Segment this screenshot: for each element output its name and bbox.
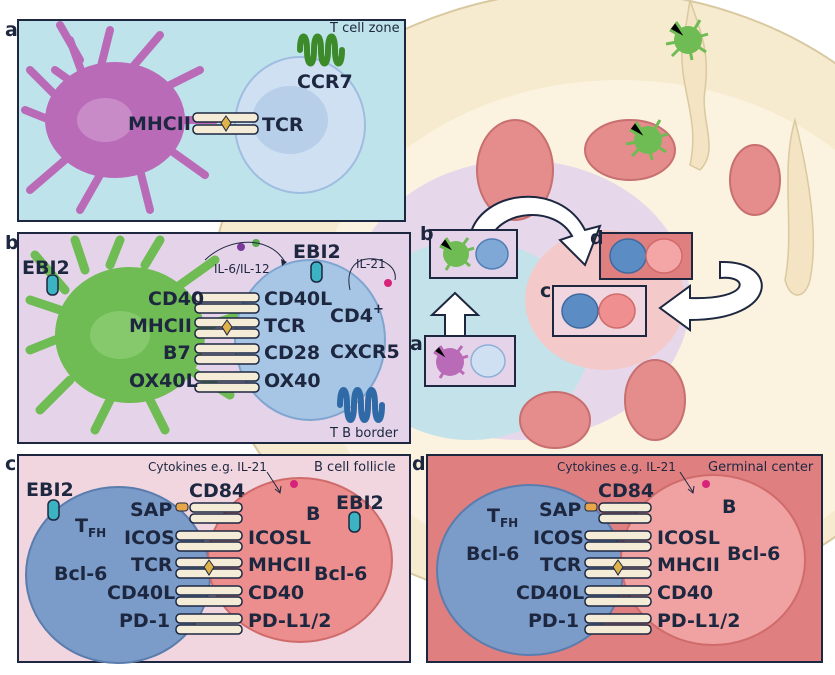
ccr7-receptor-icon bbox=[297, 33, 345, 67]
overview-label-b: b bbox=[420, 223, 434, 245]
panel-c-cytokines-label: Cytokines e.g. IL-21 bbox=[148, 460, 267, 474]
panel-a-mhcii-label: MHCII bbox=[128, 113, 191, 135]
cd4-label: CD4+ bbox=[330, 302, 384, 327]
panel-d-pdl12: PD-L1/2 bbox=[657, 610, 740, 632]
panel-c-tcr: TCR bbox=[131, 554, 173, 576]
cxcr5-label: CXCR5 bbox=[330, 341, 400, 363]
pair-right-cd40l: CD40L bbox=[264, 288, 332, 310]
panel-c-tfh-label: TFH bbox=[75, 515, 106, 540]
panel-d-cd84-label: CD84 bbox=[598, 480, 654, 502]
panel-a-ccr7-label: CCR7 bbox=[297, 71, 353, 93]
ebi2-marker-c-left bbox=[47, 499, 60, 521]
panel-d-cd40: CD40 bbox=[657, 582, 713, 604]
sap-connector-c bbox=[175, 502, 243, 524]
ebi2-label-top: EBI2 bbox=[293, 241, 341, 263]
floating-dendritic-cell-top bbox=[665, 19, 709, 61]
panel-d-mhcii: MHCII bbox=[657, 554, 720, 576]
connector-cd40 bbox=[194, 292, 260, 314]
mhcii-tcr-connector bbox=[192, 112, 259, 135]
floating-dendritic-cell-middle bbox=[625, 119, 669, 161]
panel-d-zone-label: Germinal center bbox=[708, 460, 814, 475]
overview-arrows bbox=[429, 195, 763, 339]
panel-d-icos: ICOS bbox=[533, 527, 584, 549]
panel-d-b-label: B bbox=[722, 496, 736, 518]
pair-right-ox40: OX40 bbox=[264, 370, 321, 392]
cxcr5-receptor-icon bbox=[337, 387, 385, 423]
panel-d-connectors bbox=[584, 530, 652, 635]
panel-d-tcr: TCR bbox=[540, 554, 582, 576]
panel-b-zone-label: T B border bbox=[329, 426, 399, 441]
pair-right-tcr: TCR bbox=[264, 315, 306, 337]
panel-d-cytokines-label: Cytokines e.g. IL-21 bbox=[557, 460, 676, 474]
panel-c-bcl6-left: Bcl-6 bbox=[54, 563, 107, 585]
panel-d: d Cytokines e.g. IL-21 Germinal center C… bbox=[412, 453, 823, 663]
panel-c-cd40: CD40 bbox=[248, 582, 304, 604]
panel-d-sap: SAP bbox=[539, 499, 581, 521]
overview-inset-b: b bbox=[420, 223, 518, 279]
blue-cd4-t-cell bbox=[234, 259, 386, 421]
blue-t-cell bbox=[234, 56, 366, 194]
pair-left-mhcii: MHCII bbox=[129, 315, 192, 337]
panel-c-cd84-label: CD84 bbox=[189, 480, 245, 502]
overview-label-c: c bbox=[540, 280, 551, 302]
overview-inset-d: d bbox=[590, 227, 693, 280]
cytokine-dot-c bbox=[290, 480, 298, 488]
panel-b-letter: b bbox=[5, 232, 19, 254]
panel-a-zone-label: T cell zone bbox=[329, 21, 400, 36]
panel-d-bcl6-left: Bcl-6 bbox=[466, 543, 519, 565]
panel-d-letter: d bbox=[412, 453, 426, 475]
pair-left-cd40: CD40 bbox=[148, 288, 204, 310]
panel-c-bcl6-right: Bcl-6 bbox=[314, 563, 367, 585]
overview-label-a: a bbox=[410, 333, 423, 355]
panel-c: c Cytokines e.g. IL-21 B cell follicle C… bbox=[5, 453, 411, 664]
panel-c-connectors bbox=[175, 530, 243, 635]
panel-d-pd1: PD-1 bbox=[528, 610, 579, 632]
panel-d-tfh-label: TFH bbox=[487, 505, 518, 530]
ebi2-marker-top bbox=[310, 261, 323, 283]
panel-d-icosl: ICOSL bbox=[657, 527, 720, 549]
panel-c-zone-label: B cell follicle bbox=[314, 460, 396, 475]
ebi2-label-left: EBI2 bbox=[22, 257, 70, 279]
green-dendritic-cell bbox=[25, 235, 245, 435]
panel-c-ebi2-left-label: EBI2 bbox=[26, 479, 74, 501]
ebi2-marker-left bbox=[46, 274, 59, 296]
panel-b-connectors bbox=[194, 292, 260, 393]
panel-c-pdl12: PD-L1/2 bbox=[248, 610, 331, 632]
overview-label-d: d bbox=[590, 227, 604, 249]
panel-d-cd40l: CD40L bbox=[516, 582, 584, 604]
panel-c-icosl: ICOSL bbox=[248, 527, 311, 549]
panel-a-letter: a bbox=[5, 19, 18, 41]
panel-c-sap: SAP bbox=[130, 499, 172, 521]
panel-c-mhcii: MHCII bbox=[248, 554, 311, 576]
panel-a-tcr-label: TCR bbox=[262, 114, 304, 136]
panel-c-letter: c bbox=[5, 453, 16, 475]
panel-a: a T cell zone MHCII TCR CCR7 bbox=[5, 19, 406, 222]
sap-connector-d bbox=[584, 502, 652, 524]
cytokine-label-il21: IL-21 bbox=[356, 257, 386, 271]
connector-ox40l bbox=[194, 371, 260, 393]
pair-left-ox40l: OX40L bbox=[129, 370, 198, 392]
panel-c-pd1: PD-1 bbox=[119, 610, 170, 632]
ebi2-marker-c-right bbox=[348, 511, 361, 533]
panel-c-icos: ICOS bbox=[124, 527, 175, 549]
overview-inset-a: a bbox=[410, 333, 516, 387]
panel-c-cd40l: CD40L bbox=[107, 582, 175, 604]
connector-mhcii bbox=[194, 317, 260, 339]
panel-d-bcl6-right: Bcl-6 bbox=[727, 543, 780, 565]
cytokine-arrow-c bbox=[266, 471, 282, 494]
cytokine-label-il6-il12: IL-6/IL-12 bbox=[214, 262, 270, 276]
panel-b: b EBI2 EBI2 IL-6/IL-12 IL-21 CD40 MHCII … bbox=[5, 232, 411, 444]
overview-inset-c: c bbox=[540, 280, 647, 337]
pair-left-b7: B7 bbox=[163, 342, 191, 364]
cytokine-arrow-d bbox=[679, 471, 695, 494]
connector-b7 bbox=[194, 343, 260, 365]
cytokine-dots bbox=[204, 239, 396, 291]
panel-c-b-label: B bbox=[306, 503, 320, 525]
cytokine-dot-d bbox=[702, 480, 710, 488]
panel-c-ebi2-right-label: EBI2 bbox=[336, 492, 384, 514]
purple-dendritic-cell bbox=[21, 21, 219, 214]
pair-right-cd28: CD28 bbox=[264, 342, 320, 364]
